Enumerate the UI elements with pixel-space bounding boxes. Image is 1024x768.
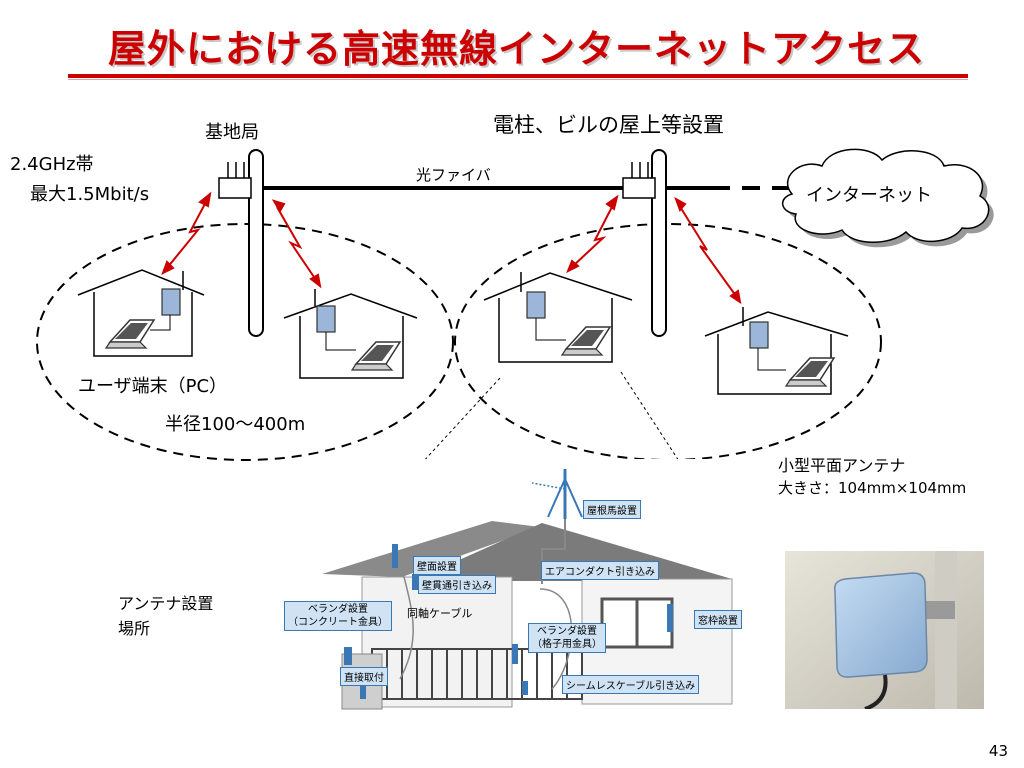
user-terminal-label: ユーザ端末（PC） — [78, 376, 228, 397]
tag-window: 窓枠設置 — [694, 610, 742, 629]
tag-veranda-lattice-line1: ベランダ設置 — [537, 626, 597, 637]
base-station-left — [218, 162, 252, 199]
radio-link-1 — [161, 191, 212, 276]
tag-veranda-concrete-line1: ベランダ設置 — [308, 604, 368, 615]
house-1 — [77, 269, 205, 357]
tag-ridge: 屋根馬設置 — [583, 500, 641, 519]
radio-link-4 — [674, 196, 742, 305]
house-2 — [283, 289, 418, 379]
pole-left — [248, 149, 264, 337]
install-place-label-line1: アンテナ設置 — [118, 594, 214, 613]
title-underline — [68, 74, 968, 78]
max-speed-label: 最大1.5Mbit/s — [30, 184, 150, 205]
page-number: 43 — [988, 742, 1008, 760]
antenna-name-label: 小型平面アンテナ — [778, 456, 906, 475]
tag-direct: 直接取付 — [340, 667, 388, 686]
coverage-area-right — [454, 223, 882, 461]
tag-aircon: エアコンダクト引き込み — [541, 561, 659, 580]
coverage-area-left — [36, 223, 454, 461]
internet-cloud — [782, 148, 994, 248]
internet-label: インターネット — [806, 185, 932, 206]
tag-coax: 同軸ケーブル — [407, 607, 473, 620]
tag-veranda-lattice-line2: （格子用金具） — [532, 639, 602, 650]
fiber-label: 光ファイバ — [416, 166, 491, 184]
radio-link-2 — [271, 199, 322, 289]
house-3 — [483, 272, 633, 363]
slide-title: 屋外における高速無線インターネットアクセス — [108, 27, 926, 71]
antenna-size-label: 大きさ：104mm×104mm — [778, 479, 967, 497]
band-label: 2.4GHz帯 — [10, 154, 94, 175]
base-station-label: 基地局 — [205, 122, 259, 143]
tag-seamless: シームレスケーブル引き込み — [562, 675, 700, 694]
install-place-label-line2: 場所 — [118, 619, 151, 638]
tag-veranda-concrete: ベランダ設置 （コンクリート金具） — [284, 601, 392, 631]
tag-veranda-concrete-line2: （コンクリート金具） — [288, 617, 388, 628]
pole-install-label: 電柱、ビルの屋上等設置 — [493, 113, 724, 137]
radio-links — [161, 191, 742, 305]
house-4 — [704, 307, 849, 395]
radius-label: 半径100～400m — [165, 414, 306, 435]
tag-wall-through: 壁貫通引き込み — [418, 575, 496, 594]
flat-antenna-photo — [785, 551, 984, 709]
tag-veranda-lattice: ベランダ設置 （格子用金具） — [528, 623, 606, 653]
base-station-right — [622, 162, 656, 199]
title-underline-shadow — [68, 79, 968, 80]
radio-link-3 — [566, 194, 619, 274]
tag-wall: 壁面設置 — [413, 556, 461, 575]
